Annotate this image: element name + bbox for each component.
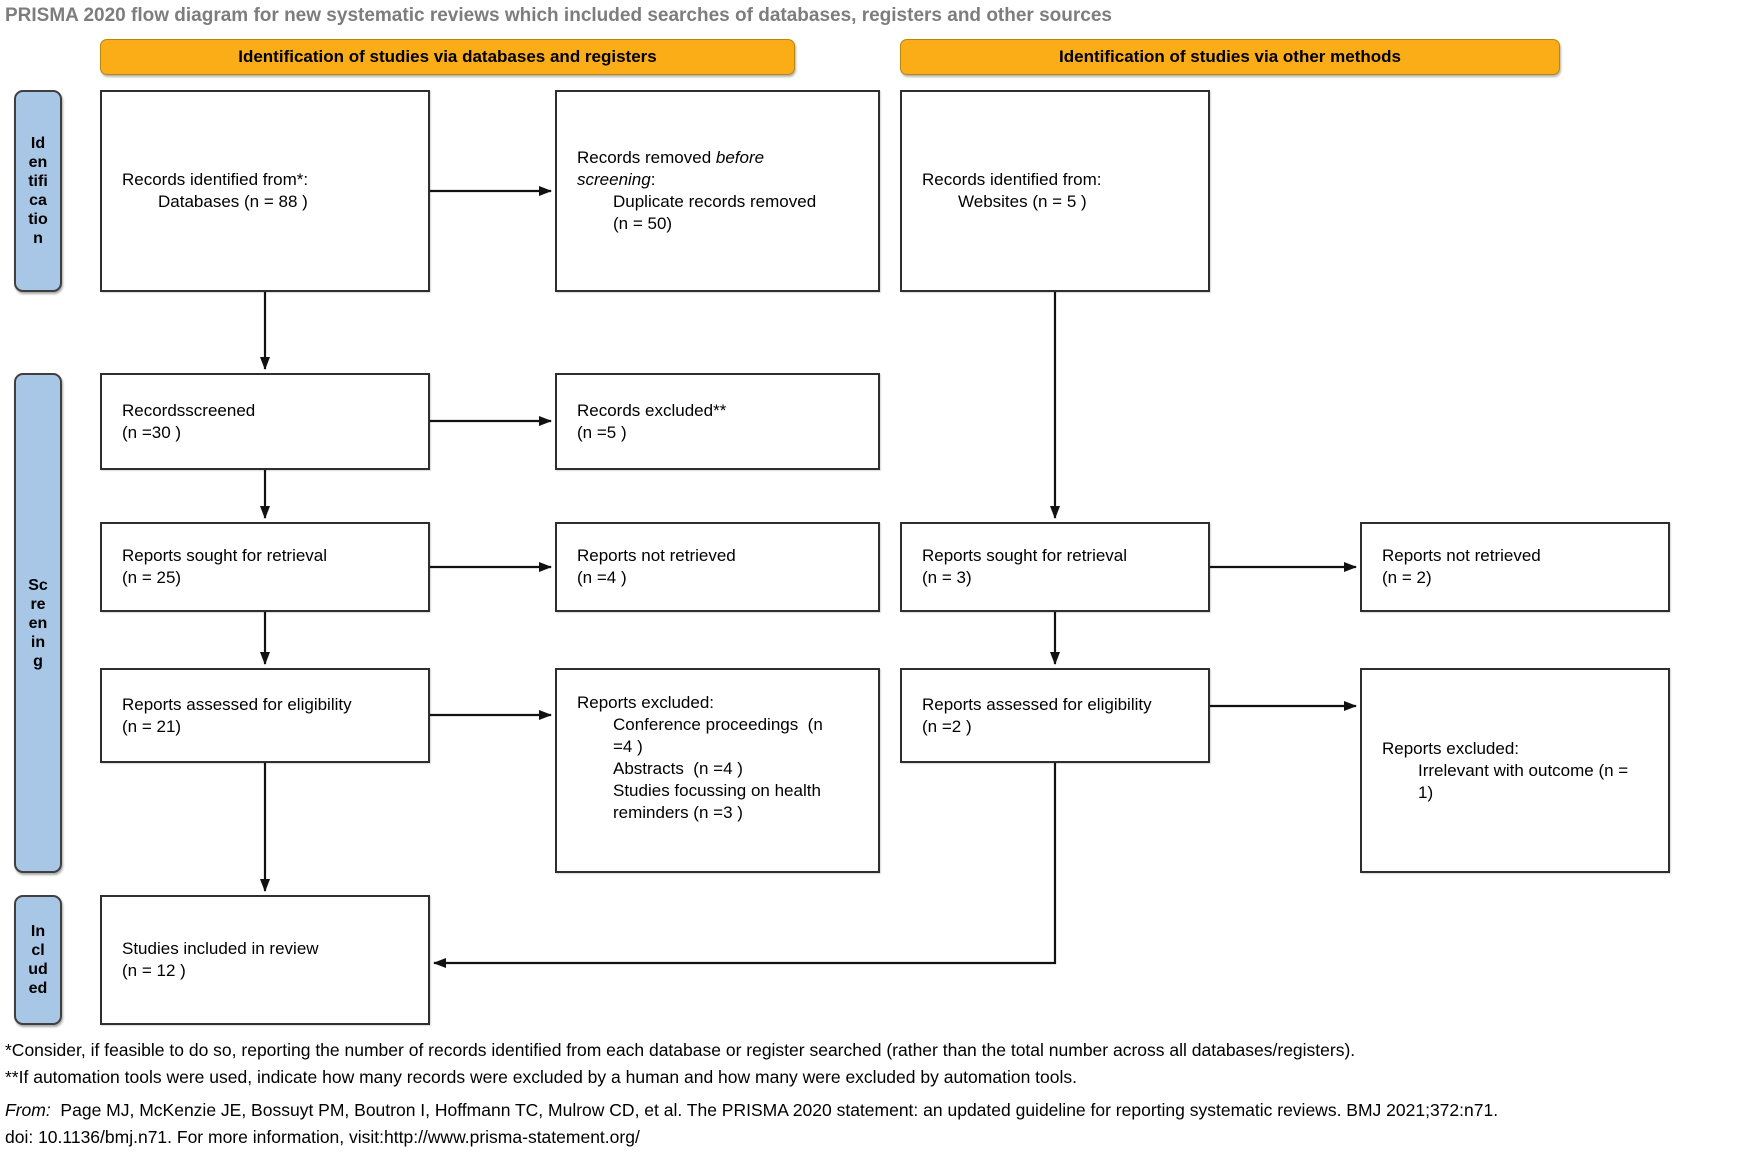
citation-line-1: From: Page MJ, McKenzie JE, Bossuyt PM, … bbox=[5, 1100, 1499, 1120]
stage-label-screening: Sc re en in g bbox=[14, 373, 62, 873]
box-records-identified-websites: Records identified from: Websites (n = 5… bbox=[900, 90, 1210, 292]
box-reports-not-retrieved: Reports not retrieved (n =4 ) bbox=[555, 522, 880, 612]
header-databases-registers: Identification of studies via databases … bbox=[100, 39, 795, 75]
box-records-screened: Recordsscreened (n =30 ) bbox=[100, 373, 430, 470]
box-reports-assessed-eligibility: Reports assessed for eligibility (n = 21… bbox=[100, 668, 430, 763]
footnote-double-asterisk: **If automation tools were used, indicat… bbox=[5, 1067, 1077, 1087]
box-reports-not-retrieved-other: Reports not retrieved (n = 2) bbox=[1360, 522, 1670, 612]
box-reports-sought-retrieval: Reports sought for retrieval (n = 25) bbox=[100, 522, 430, 612]
box-reports-excluded-reasons: Reports excluded: Conference proceedings… bbox=[555, 668, 880, 873]
citation-line-2: doi: 10.1136/bmj.n71. For more informati… bbox=[5, 1127, 640, 1147]
diagram-title: PRISMA 2020 flow diagram for new systema… bbox=[5, 5, 1112, 26]
footnote-asterisk: *Consider, if feasible to do so, reporti… bbox=[5, 1040, 1356, 1060]
box-records-identified-databases: Records identified from*: Databases (n =… bbox=[100, 90, 430, 292]
box-reports-assessed-eligibility-other: Reports assessed for eligibility (n =2 ) bbox=[900, 668, 1210, 763]
box-reports-sought-retrieval-other: Reports sought for retrieval (n = 3) bbox=[900, 522, 1210, 612]
box-records-excluded: Records excluded** (n =5 ) bbox=[555, 373, 880, 470]
box-studies-included: Studies included in review (n = 12 ) bbox=[100, 895, 430, 1025]
stage-label-identification: Id en tifi ca tio n bbox=[14, 90, 62, 292]
stage-label-included: In cl ud ed bbox=[14, 895, 62, 1025]
header-other-methods: Identification of studies via other meth… bbox=[900, 39, 1560, 75]
box-reports-excluded-reasons-other: Reports excluded: Irrelevant with outcom… bbox=[1360, 668, 1670, 873]
box-records-removed-before-screening: Records removed before screening: Duplic… bbox=[555, 90, 880, 292]
